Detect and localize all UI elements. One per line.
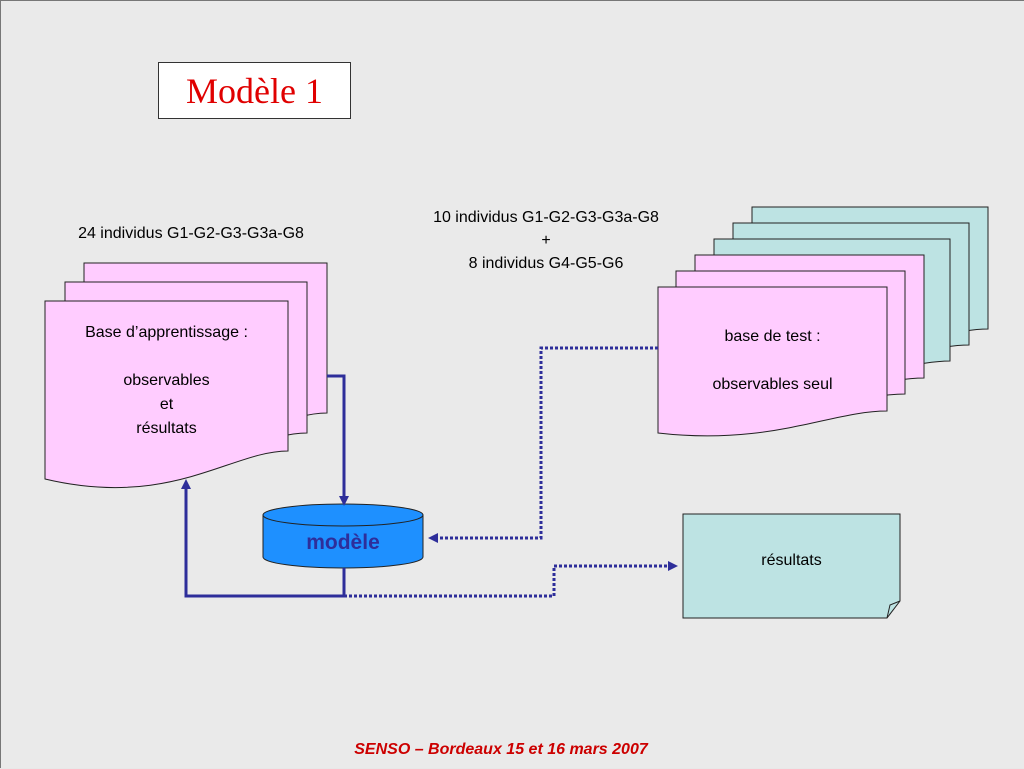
- footer-text: SENSO – Bordeaux 15 et 16 mars 2007: [354, 741, 648, 758]
- test-doc-observables: observables seul: [712, 376, 833, 393]
- learning-set-header: 24 individus G1-G2-G3-G3a-G8: [78, 225, 304, 242]
- results-doc-fold: [886, 600, 901, 619]
- arrow-learning-to-model: [327, 374, 349, 506]
- learning-doc-results: résultats: [136, 420, 197, 437]
- learning-doc-title: Base d’apprentissage :: [85, 324, 248, 341]
- learning-doc-front: [44, 300, 289, 488]
- test-set-header-line2: 8 individus G4-G5-G6: [468, 255, 624, 272]
- arrow-model-to-learning: [181, 479, 346, 598]
- results-label: résultats: [761, 552, 822, 569]
- model-cylinder: [262, 503, 424, 569]
- test-set-header-line1: 10 individus G1-G2-G3-G3a-G8: [433, 209, 659, 226]
- test-doc-stack: [657, 206, 989, 437]
- learning-doc-and: et: [159, 396, 174, 413]
- test-doc-text: base de test : observables seul: [658, 325, 887, 397]
- learning-doc-stack: [44, 262, 328, 488]
- test-set-header: 10 individus G1-G2-G3-G3a-G8 + 8 individ…: [381, 206, 711, 275]
- test-doc-front: [657, 286, 888, 437]
- model-label: modèle: [306, 531, 380, 554]
- results-doc: [682, 513, 901, 619]
- title-box: Modèle 1: [158, 62, 351, 119]
- arrow-model-to-results: [344, 561, 678, 598]
- test-doc-title: base de test :: [724, 328, 821, 345]
- learning-doc-text: Base d’apprentissage : observables et ré…: [45, 321, 288, 441]
- slide-title: Modèle 1: [186, 70, 323, 111]
- learning-doc-observables: observables: [123, 372, 210, 389]
- arrow-test-to-model: [428, 346, 658, 543]
- test-set-header-plus: +: [541, 232, 551, 249]
